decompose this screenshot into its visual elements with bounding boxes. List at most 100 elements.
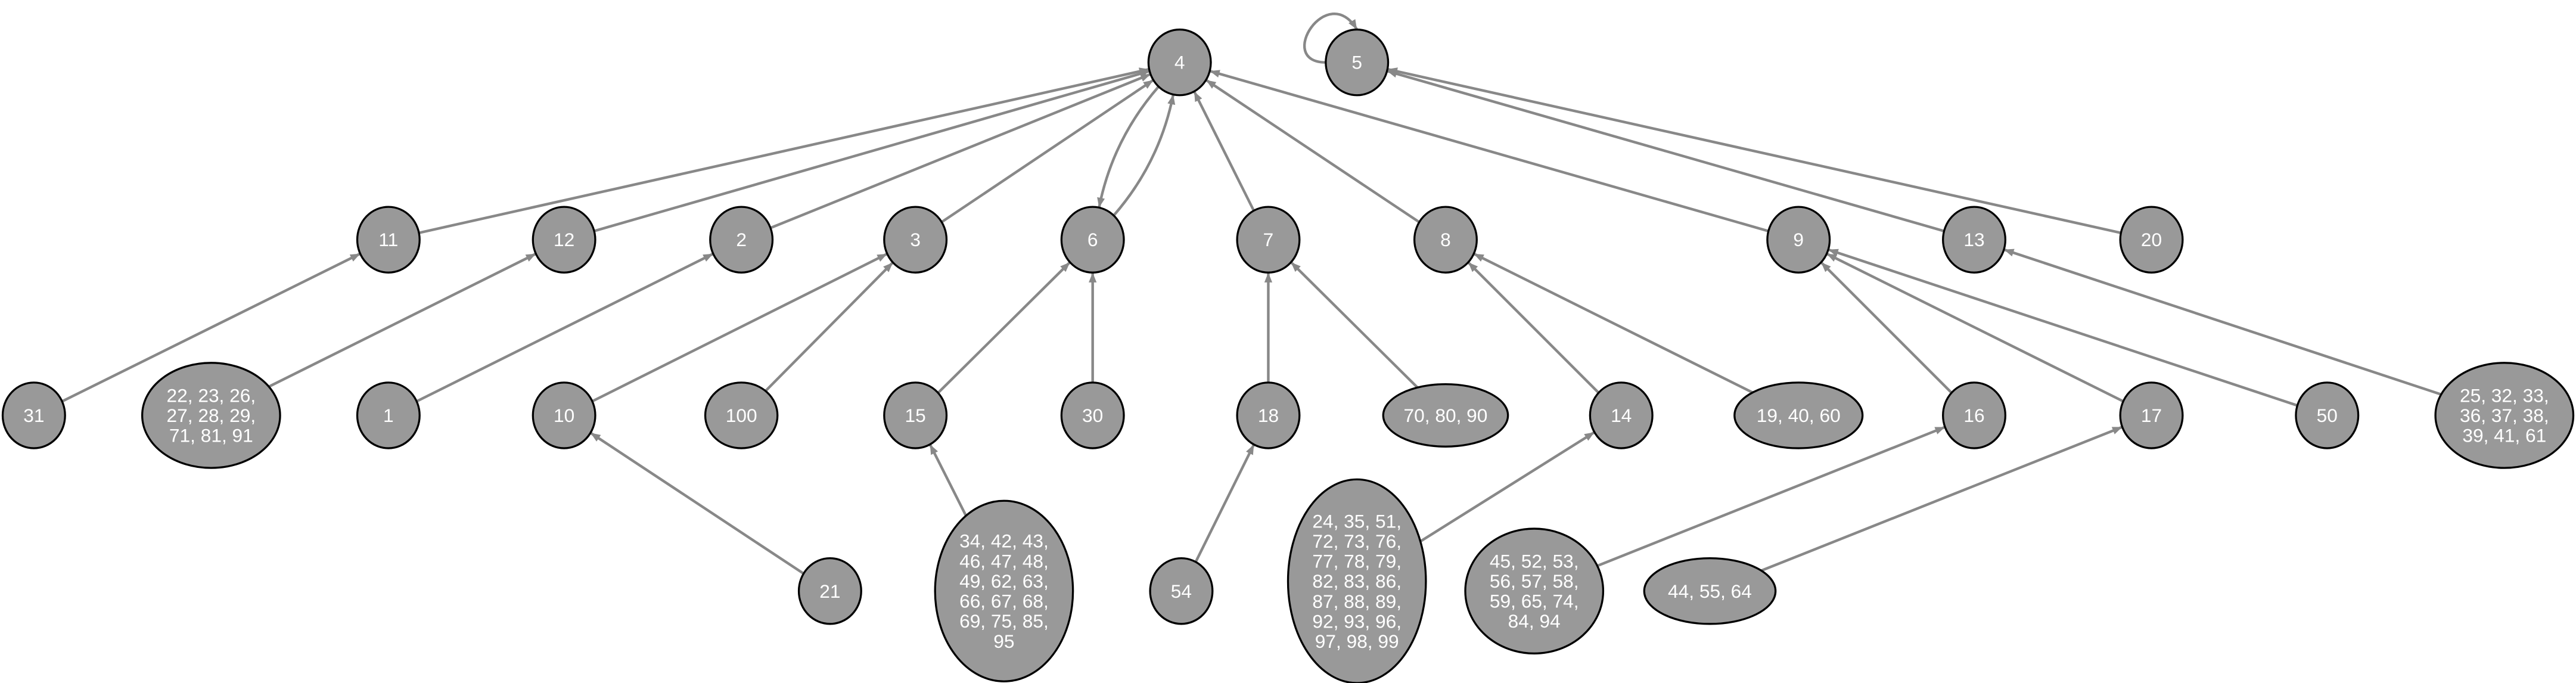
node-label: 100 — [726, 405, 757, 426]
node-label: 7 — [1263, 229, 1274, 250]
edge-3-to-4 — [941, 79, 1154, 223]
graph-node-18: 18 — [1236, 381, 1301, 449]
node-ellipse — [934, 499, 1074, 682]
graph-node-g45: 45, 52, 53,56, 57, 58,59, 65, 74,84, 94 — [1464, 527, 1605, 655]
node-ellipse — [1147, 28, 1212, 97]
graph-node-10: 10 — [532, 381, 596, 449]
node-label: 71, 81, 91 — [169, 425, 253, 446]
graph-node-14: 14 — [1589, 381, 1654, 449]
node-ellipse — [356, 206, 421, 274]
graph-node-16: 16 — [1942, 381, 2007, 449]
node-label: 56, 57, 58, — [1490, 570, 1579, 592]
node-label: 16 — [1963, 405, 1984, 426]
node-label: 72, 73, 76, — [1312, 530, 1402, 552]
graph-node-4: 4 — [1147, 28, 1212, 97]
graph-node-13: 13 — [1942, 206, 2007, 274]
node-ellipse — [2434, 362, 2575, 469]
node-label: 59, 65, 74, — [1490, 591, 1579, 612]
edge-20-to-5 — [1387, 67, 2121, 234]
edge-g24-to-14 — [1419, 431, 1595, 543]
node-ellipse — [1413, 206, 1478, 274]
node-ellipse — [1942, 206, 2007, 274]
node-ellipse — [532, 381, 596, 449]
graph-node-g24: 24, 35, 51,72, 73, 76,77, 78, 79,82, 83,… — [1287, 478, 1427, 683]
edge-9-to-4 — [1209, 70, 1769, 232]
node-ellipse — [1589, 381, 1654, 449]
nodes-layer: 4 5 11 12 2 3 6 7 8 9 13 20 31 22, 23, 26,27, 28, 29,… — [1, 28, 2575, 683]
node-label: 49, 62, 63, — [959, 570, 1049, 592]
edge-31-to-11 — [61, 252, 361, 403]
node-ellipse — [356, 381, 421, 449]
node-ellipse — [1733, 381, 1864, 449]
edge-g25-to-13 — [2003, 248, 2442, 396]
node-label: 4 — [1174, 52, 1185, 73]
node-label: 45, 52, 53, — [1490, 550, 1579, 572]
edge-100-to-3 — [765, 261, 894, 392]
edge-7-to-4 — [1193, 91, 1256, 212]
node-label: 84, 94 — [1508, 610, 1561, 632]
node-label: 30 — [1082, 405, 1103, 426]
node-label: 70, 80, 90 — [1404, 405, 1488, 426]
node-label: 5 — [1351, 52, 1362, 73]
node-label: 39, 41, 61 — [2462, 425, 2546, 446]
node-label: 25, 32, 33, — [2460, 384, 2549, 406]
node-label: 95 — [993, 631, 1014, 652]
graph-node-g44: 44, 55, 64 — [1643, 557, 1777, 625]
node-label: 50 — [2317, 405, 2338, 426]
node-ellipse — [1643, 557, 1777, 625]
graph-node-54: 54 — [1149, 557, 1214, 625]
node-label: 8 — [1440, 229, 1451, 250]
graph-node-g19: 19, 40, 60 — [1733, 381, 1864, 449]
graph-node-g34: 34, 42, 43,46, 47, 48,49, 62, 63,66, 67,… — [934, 499, 1074, 682]
edge-12-to-4 — [593, 70, 1150, 232]
node-ellipse — [1236, 206, 1301, 274]
node-label: 18 — [1258, 405, 1279, 426]
graph-node-6: 6 — [1060, 206, 1125, 274]
node-label: 11 — [378, 229, 398, 250]
edge-g44-to-17 — [1760, 426, 2123, 572]
node-label: 12 — [554, 229, 574, 250]
graph-node-9: 9 — [1766, 206, 1831, 274]
node-ellipse — [1766, 206, 1831, 274]
node-label: 3 — [910, 229, 921, 250]
node-label: 19, 40, 60 — [1757, 405, 1841, 426]
node-ellipse — [1060, 206, 1125, 274]
node-label: 22, 23, 26, — [167, 384, 256, 406]
node-ellipse — [1287, 478, 1427, 683]
node-label: 9 — [1793, 229, 1804, 250]
edge-g34-to-15 — [928, 443, 968, 517]
edge-g19-to-8 — [1473, 252, 1754, 394]
edge-14-to-8 — [1467, 261, 1600, 394]
edges-layer — [61, 13, 2442, 575]
node-ellipse — [1236, 381, 1301, 449]
graph-node-30: 30 — [1060, 381, 1125, 449]
node-label: 10 — [554, 405, 574, 426]
node-label: 21 — [819, 580, 840, 602]
edge-11-to-4 — [418, 67, 1149, 234]
edge-g45-to-16 — [1596, 426, 1946, 567]
graph-node-2: 2 — [709, 206, 774, 274]
graph-node-8: 8 — [1413, 206, 1478, 274]
node-label: 6 — [1087, 229, 1098, 250]
node-label: 13 — [1963, 229, 1984, 250]
graph-node-g22: 22, 23, 26,27, 28, 29,71, 81, 91 — [141, 362, 281, 469]
node-label: 92, 93, 96, — [1312, 610, 1402, 632]
edge-1-to-2 — [416, 252, 714, 403]
node-label: 24, 35, 51, — [1312, 510, 1402, 532]
graph-node-5: 5 — [1325, 28, 1390, 97]
graph-node-g25: 25, 32, 33,36, 37, 38,39, 41, 61 — [2434, 362, 2575, 469]
node-ellipse — [1942, 381, 2007, 449]
graph-node-20: 20 — [2119, 206, 2184, 274]
node-ellipse — [141, 362, 281, 469]
edge-8-to-4 — [1205, 79, 1420, 223]
node-ellipse — [709, 206, 774, 274]
node-label: 20 — [2141, 229, 2162, 250]
node-label: 54 — [1171, 580, 1192, 602]
node-label: 66, 67, 68, — [959, 591, 1049, 612]
graph-node-31: 31 — [1, 381, 66, 449]
edge-17-to-9 — [1826, 252, 2124, 403]
edge-16-to-9 — [1820, 261, 1953, 394]
node-ellipse — [532, 206, 596, 274]
node-ellipse — [1325, 28, 1390, 97]
